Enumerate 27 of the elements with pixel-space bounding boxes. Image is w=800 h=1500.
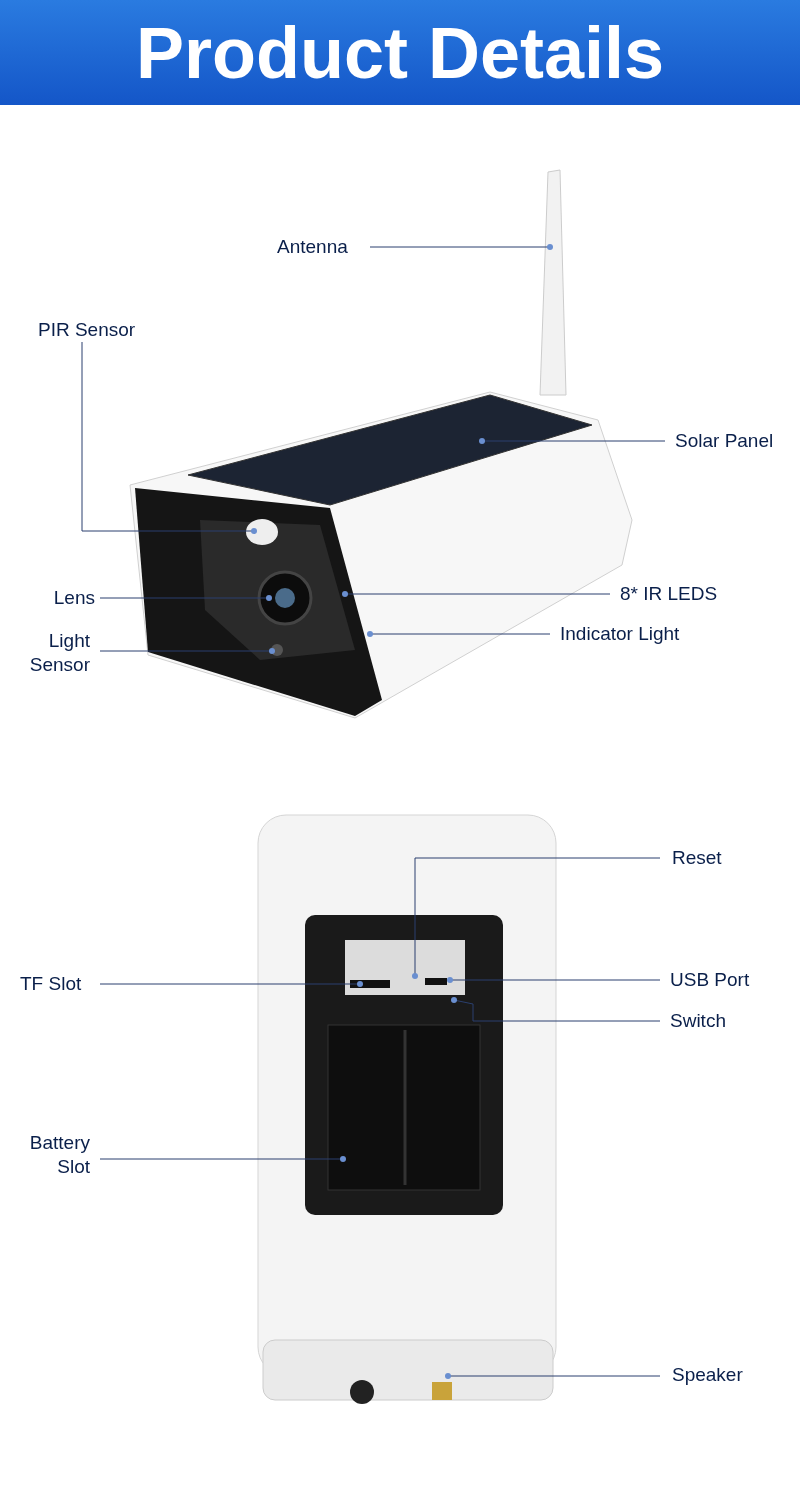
leader-line	[342, 591, 611, 597]
part-label: Lens	[40, 586, 95, 610]
part-label: Speaker	[672, 1363, 762, 1387]
leader-line	[81, 341, 257, 534]
leader-line	[479, 438, 666, 444]
leader-line	[99, 1156, 346, 1162]
part-label: Solar Panel	[675, 429, 790, 453]
leader-line	[99, 595, 272, 601]
part-label: Switch	[670, 1009, 750, 1033]
part-label: Battery Slot	[8, 1131, 90, 1179]
leader-line	[99, 648, 275, 654]
part-label: Reset	[672, 846, 742, 870]
leader-line	[451, 997, 661, 1022]
part-label: Light Sensor	[10, 629, 90, 677]
part-label: Antenna	[277, 235, 367, 259]
part-label: PIR Sensor	[38, 318, 148, 342]
leader-line	[369, 244, 553, 250]
leader-line	[99, 981, 363, 987]
part-label: 8* IR LEDS	[620, 582, 730, 606]
part-label: TF Slot	[20, 972, 95, 996]
leader-line	[445, 1373, 661, 1379]
leader-line	[367, 631, 551, 637]
part-label: Indicator Light	[560, 622, 710, 646]
leader-line	[447, 977, 661, 983]
page-title: Product Details	[134, 12, 666, 95]
leader-line	[412, 857, 661, 979]
part-label: USB Port	[670, 968, 770, 992]
